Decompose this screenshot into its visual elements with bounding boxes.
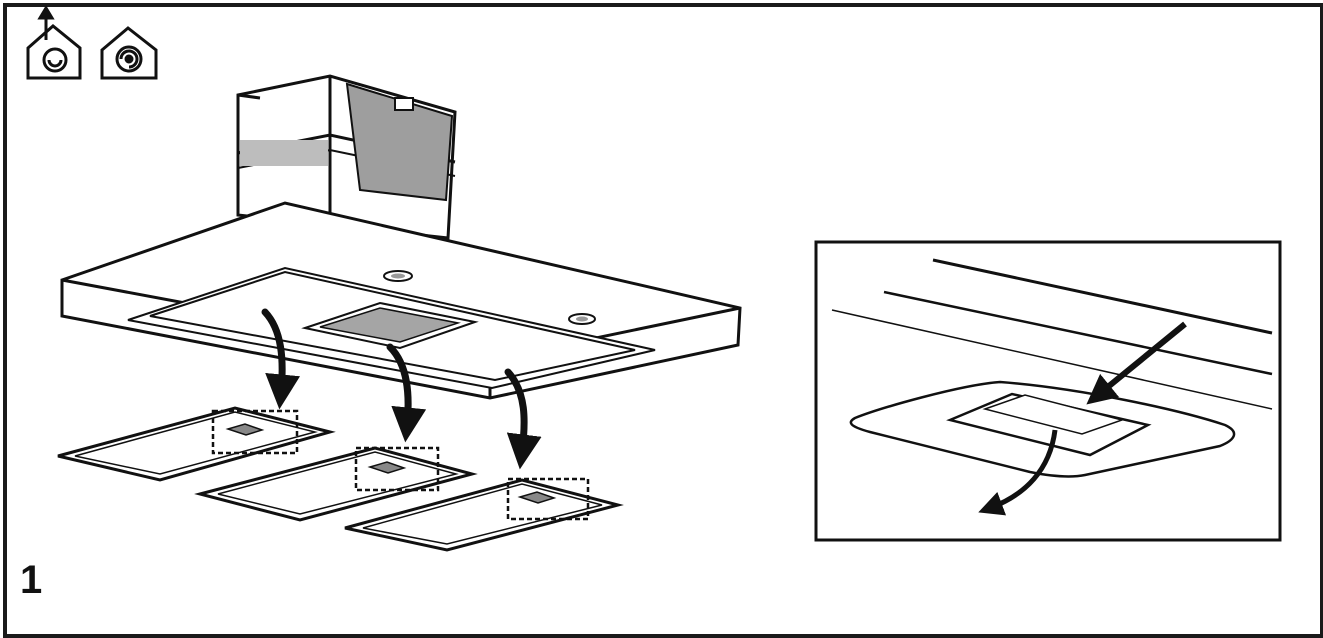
arrow-left — [261, 308, 301, 410]
arrow-right — [504, 368, 542, 470]
grease-filter-right — [344, 477, 624, 552]
hood-canopy — [60, 201, 742, 400]
grease-filter-middle — [194, 446, 478, 522]
pull-arrow — [978, 429, 1058, 516]
arrow-middle — [386, 343, 427, 443]
ducted-extraction-icon — [26, 5, 82, 80]
grease-filter-left — [57, 406, 336, 482]
step-number: 1 — [20, 558, 43, 602]
filter-latch-detail — [814, 240, 1282, 542]
push-arrow — [1086, 321, 1187, 405]
recirculation-icon — [100, 26, 158, 80]
remove-arrows — [261, 308, 542, 470]
hood-chimney — [236, 74, 457, 240]
figure-frame — [3, 3, 1323, 638]
